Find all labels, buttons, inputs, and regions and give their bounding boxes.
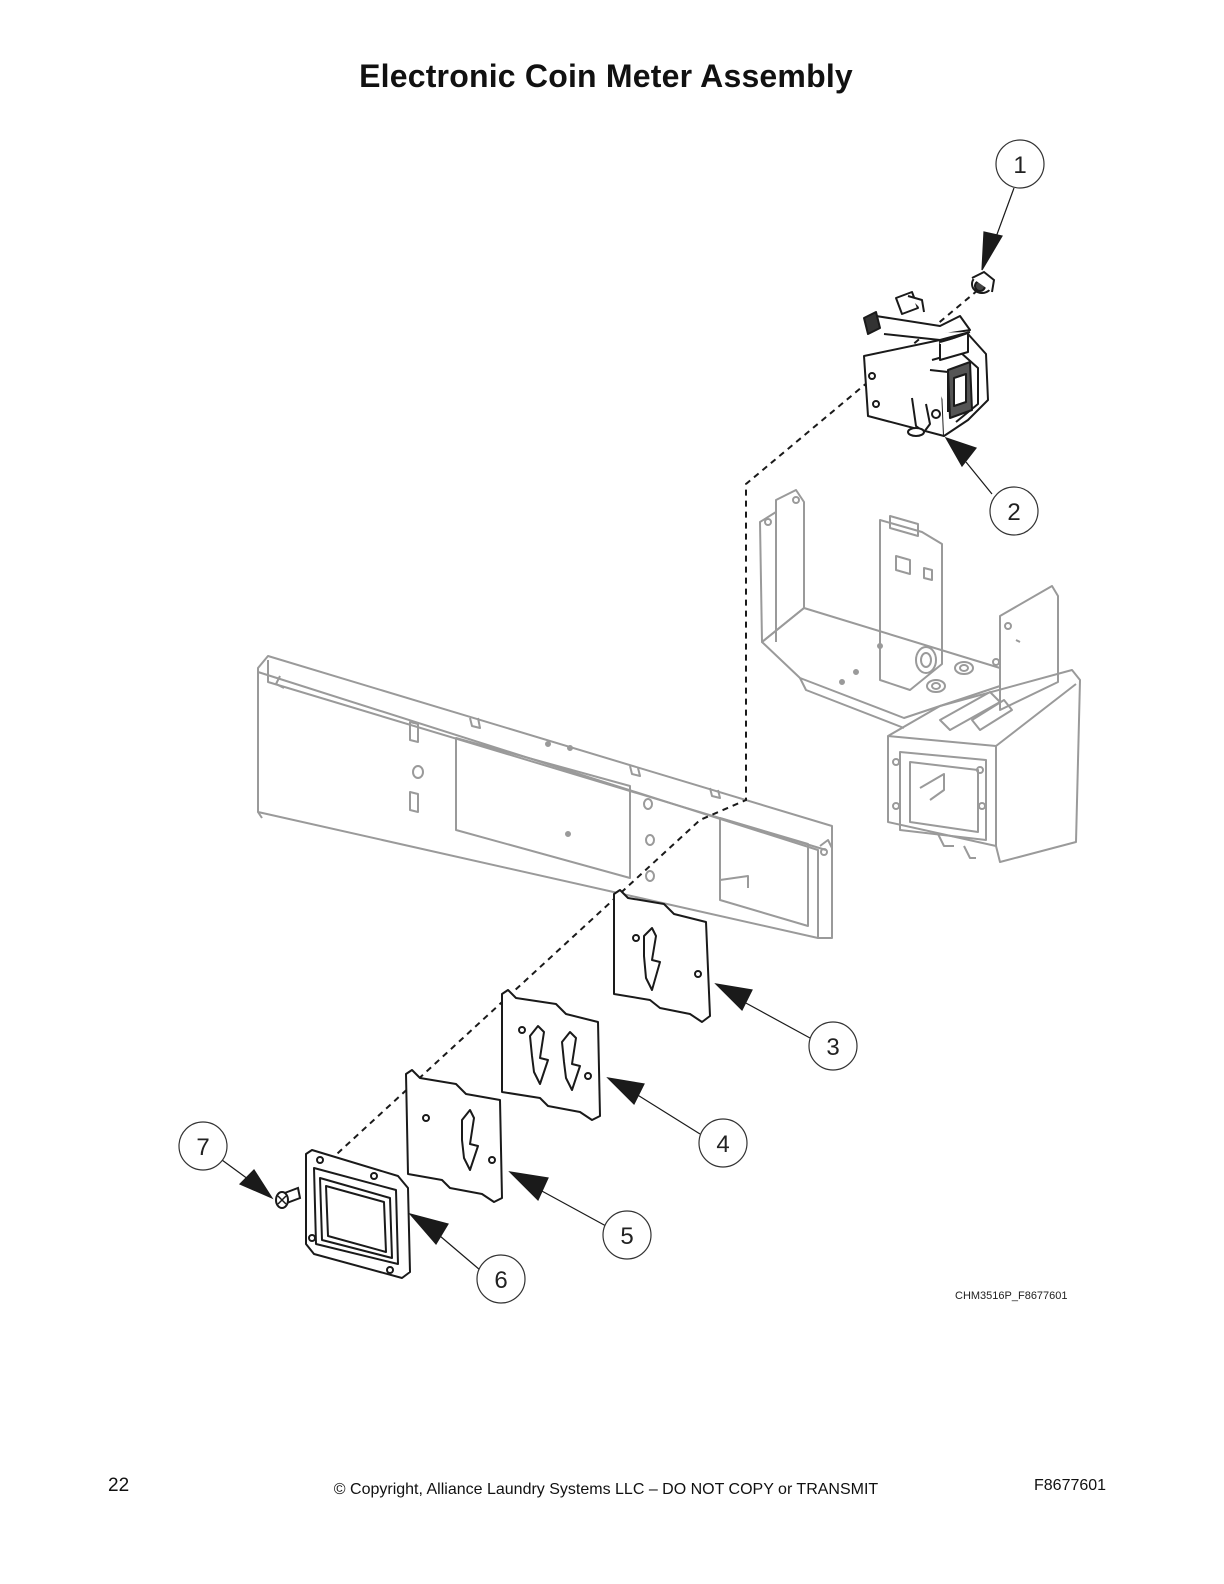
callout-4: 4 — [698, 1118, 748, 1168]
svg-text:3: 3 — [826, 1034, 839, 1061]
svg-text:7: 7 — [196, 1134, 209, 1161]
svg-text:6: 6 — [494, 1267, 507, 1294]
background-panel — [257, 655, 833, 939]
page-title: Electronic Coin Meter Assembly — [359, 58, 853, 94]
footer-page-number: 22 — [108, 1475, 130, 1496]
svg-text:5: 5 — [620, 1223, 633, 1250]
part-5-coin-plate — [405, 1069, 503, 1203]
part-3-coin-plate — [613, 889, 711, 1023]
callout-7: 7 — [178, 1121, 228, 1171]
callout-2: 2 — [989, 486, 1039, 536]
arrowhead-4 — [606, 1077, 645, 1106]
arrowhead-5 — [508, 1171, 549, 1202]
footer-doc-code: F8677601 — [1034, 1477, 1107, 1494]
arrowhead-7 — [238, 1169, 274, 1200]
arrowhead-6 — [408, 1212, 449, 1246]
svg-text:2: 2 — [1007, 499, 1020, 526]
part-2-coin-meter — [863, 291, 989, 437]
callout-6: 6 — [476, 1254, 526, 1304]
arrowhead-2 — [944, 436, 977, 468]
footer-copyright: © Copyright, Alliance Laundry Systems LL… — [333, 1481, 879, 1498]
part-4-coin-plate — [501, 989, 601, 1121]
callout-5: 5 — [602, 1210, 652, 1260]
arrowhead-3 — [714, 983, 753, 1012]
svg-text:1: 1 — [1013, 152, 1026, 179]
figure-code: CHM3516P_F8677601 — [955, 1290, 1068, 1302]
part-6-bezel — [305, 1149, 411, 1279]
assembly-lines — [325, 289, 979, 1165]
callout-3: 3 — [808, 1021, 858, 1071]
background-bracket — [759, 489, 1081, 863]
part-7-screw — [275, 1186, 302, 1209]
callout-1: 1 — [995, 139, 1045, 189]
leader-lines — [221, 187, 1015, 1271]
arrowhead-1 — [981, 231, 1003, 271]
svg-text:4: 4 — [716, 1131, 729, 1158]
part-1-grommet — [971, 270, 996, 294]
callouts: 1 2 3 4 5 6 7 — [178, 139, 1045, 1304]
